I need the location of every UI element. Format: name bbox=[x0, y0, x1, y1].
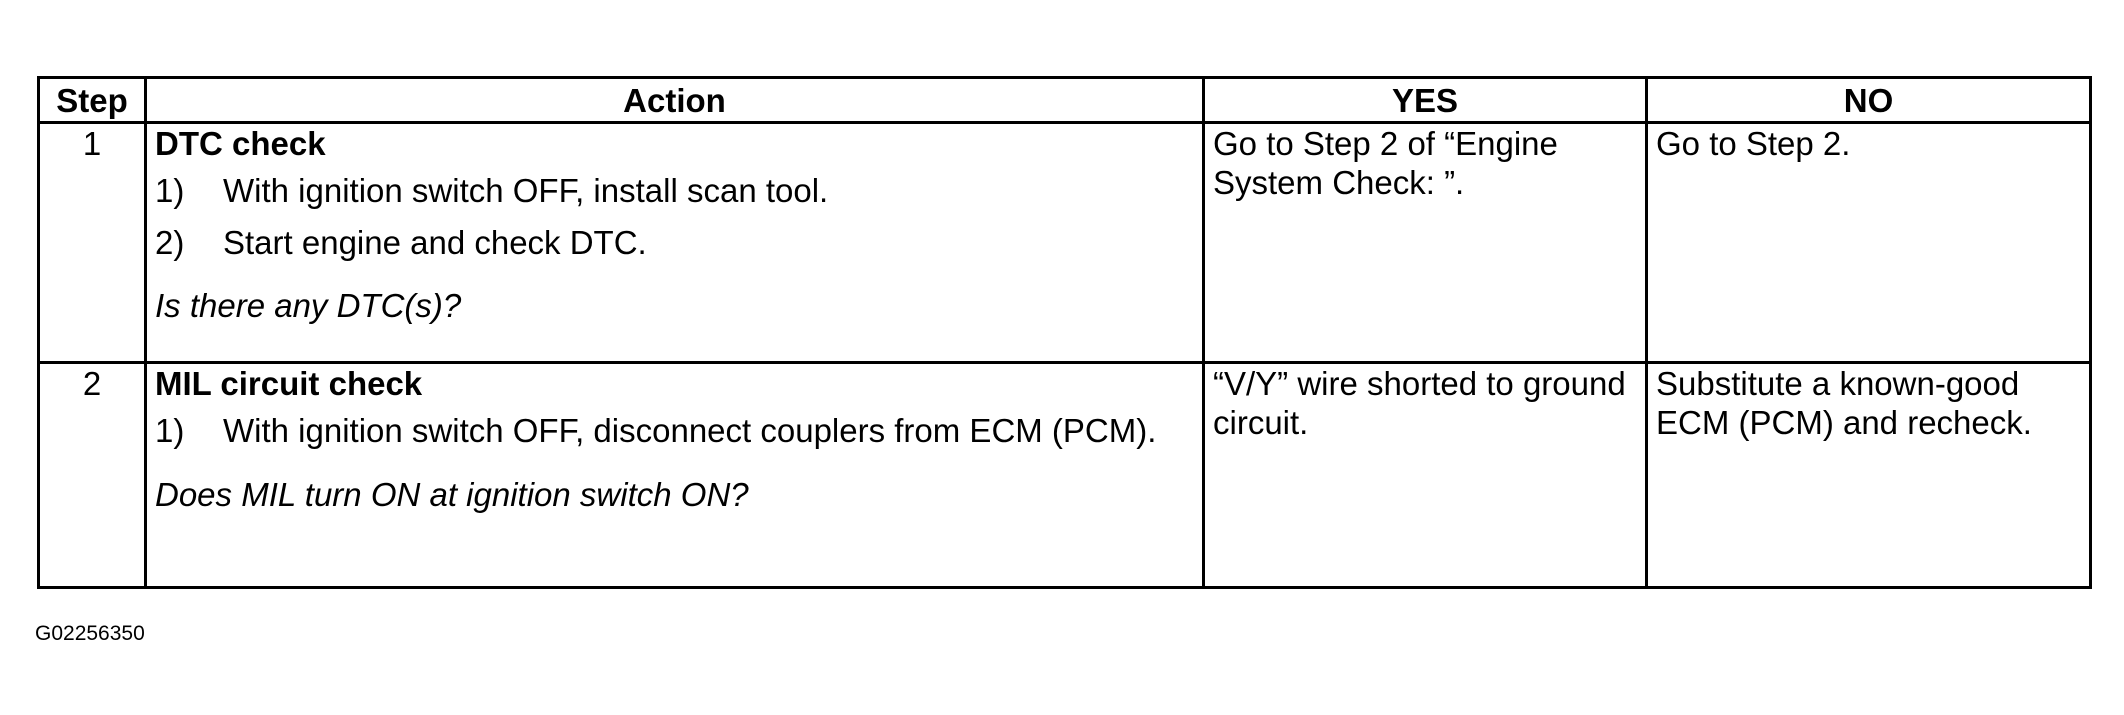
check-question: Is there any DTC(s)? bbox=[155, 287, 462, 325]
substep-text: With ignition switch OFF, disconnect cou… bbox=[223, 412, 1157, 450]
table-row-step-1: 1 DTC check 1) With ignition switch OFF,… bbox=[37, 120, 2092, 364]
substep-item: 1) With ignition switch OFF, disconnect … bbox=[155, 411, 1194, 451]
yes-result: Go to Step 2 of “Engine System Check: ”. bbox=[1202, 120, 1648, 364]
table-row-step-2: 2 MIL circuit check 1) With ignition swi… bbox=[37, 360, 2092, 589]
header-action: Action bbox=[144, 76, 1205, 124]
action-cell: MIL circuit check 1) With ignition switc… bbox=[144, 360, 1205, 589]
no-result: Substitute a known-good ECM (PCM) and re… bbox=[1645, 360, 2092, 589]
substep-number: 1) bbox=[155, 172, 185, 210]
diagnostic-table: Step Action YES NO 1 DTC check 1) With i… bbox=[37, 76, 2092, 589]
figure-id: G02256350 bbox=[35, 622, 145, 645]
substep-number: 2) bbox=[155, 223, 185, 261]
step-number: 1 bbox=[37, 120, 147, 364]
table-header-row: Step Action YES NO bbox=[37, 76, 2092, 124]
substep-text: Start engine and check DTC. bbox=[223, 223, 647, 261]
header-yes: YES bbox=[1202, 76, 1648, 124]
no-result: Go to Step 2. bbox=[1645, 120, 2092, 364]
action-title: MIL circuit check bbox=[155, 364, 423, 402]
substep-text: With ignition switch OFF, install scan t… bbox=[223, 172, 829, 210]
substep-item: 1) With ignition switch OFF, install sca… bbox=[155, 171, 1194, 211]
header-no: NO bbox=[1645, 76, 2092, 124]
header-step: Step bbox=[37, 76, 147, 124]
substep-list: 1) With ignition switch OFF, disconnect … bbox=[155, 411, 1194, 451]
check-question: Does MIL turn ON at ignition switch ON? bbox=[155, 475, 749, 513]
substep-number: 1) bbox=[155, 412, 185, 450]
yes-result: “V/Y” wire shorted to ground circuit. bbox=[1202, 360, 1648, 589]
action-cell: DTC check 1) With ignition switch OFF, i… bbox=[144, 120, 1205, 364]
step-number: 2 bbox=[37, 360, 147, 589]
substep-list: 1) With ignition switch OFF, install sca… bbox=[155, 171, 1194, 262]
action-title: DTC check bbox=[155, 124, 326, 162]
substep-item: 2) Start engine and check DTC. bbox=[155, 223, 1194, 263]
